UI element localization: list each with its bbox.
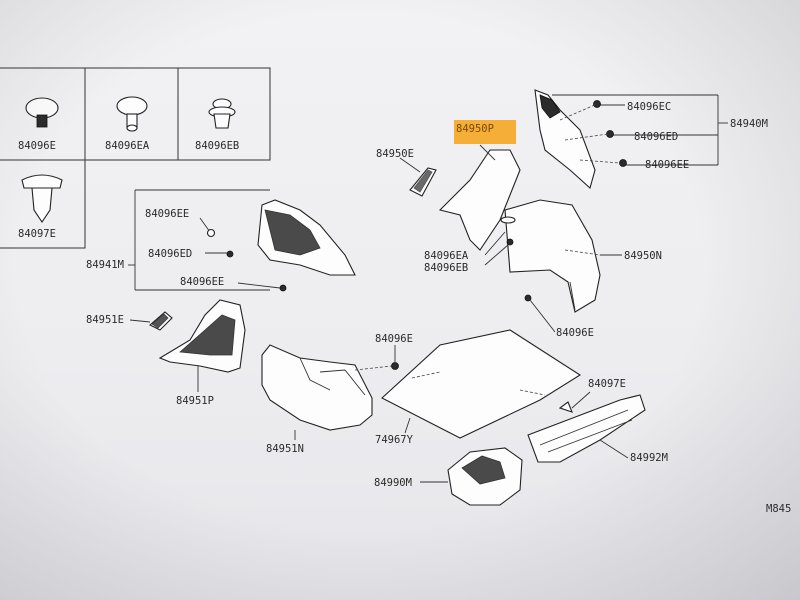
label-84096e-right[interactable]: 84096E xyxy=(556,327,594,339)
label-84940m[interactable]: 84940M xyxy=(730,118,768,130)
label-84096ed-right[interactable]: 84096ED xyxy=(634,131,678,143)
clip-84096ea-icon xyxy=(116,96,148,132)
part-84951n xyxy=(261,344,373,431)
legend-label-84097e: 84097E xyxy=(18,228,56,240)
label-84951p[interactable]: 84951P xyxy=(176,395,214,407)
part-84992m xyxy=(527,394,646,463)
label-84990m[interactable]: 84990M xyxy=(374,477,412,489)
legend-label-84096eb: 84096EB xyxy=(195,140,239,152)
label-84951e[interactable]: 84951E xyxy=(86,314,124,326)
clip-84096e-icon xyxy=(25,97,59,128)
label-84096eb[interactable]: 84096EB xyxy=(424,262,468,274)
fastener-legend-grid xyxy=(0,67,271,249)
label-84950e[interactable]: 84950E xyxy=(376,148,414,160)
label-84950p[interactable]: 84950P xyxy=(456,123,494,135)
part-84950p xyxy=(438,149,521,251)
label-84096ee-left2[interactable]: 84096EE xyxy=(180,276,224,288)
part-74967y xyxy=(381,329,582,439)
label-84951n[interactable]: 84951N xyxy=(266,443,304,455)
clip-84097e-icon xyxy=(21,174,63,223)
legend-label-84096e: 84096E xyxy=(18,140,56,152)
label-84096ed-left[interactable]: 84096ED xyxy=(148,248,192,260)
label-84097e[interactable]: 84097E xyxy=(588,378,626,390)
label-84941m[interactable]: 84941M xyxy=(86,259,124,271)
label-84096ea[interactable]: 84096EA xyxy=(424,250,469,262)
label-84992m[interactable]: 84992M xyxy=(630,452,668,464)
label-74967y[interactable]: 74967Y xyxy=(375,434,414,446)
label-84096ee-right[interactable]: 84096EE xyxy=(645,159,689,171)
highlight-84950p xyxy=(454,120,516,144)
label-84950n[interactable]: 84950N xyxy=(624,250,662,262)
clip-84096eb-icon xyxy=(208,98,236,129)
label-84096e-center[interactable]: 84096E xyxy=(375,333,413,345)
label-84096ee-left[interactable]: 84096EE xyxy=(145,208,189,220)
legend-label-84096ea: 84096EA xyxy=(105,140,150,152)
label-84096ec[interactable]: 84096EC xyxy=(627,101,671,113)
diagram-reference-code: M845 xyxy=(766,503,791,515)
part-84950n xyxy=(504,199,601,313)
